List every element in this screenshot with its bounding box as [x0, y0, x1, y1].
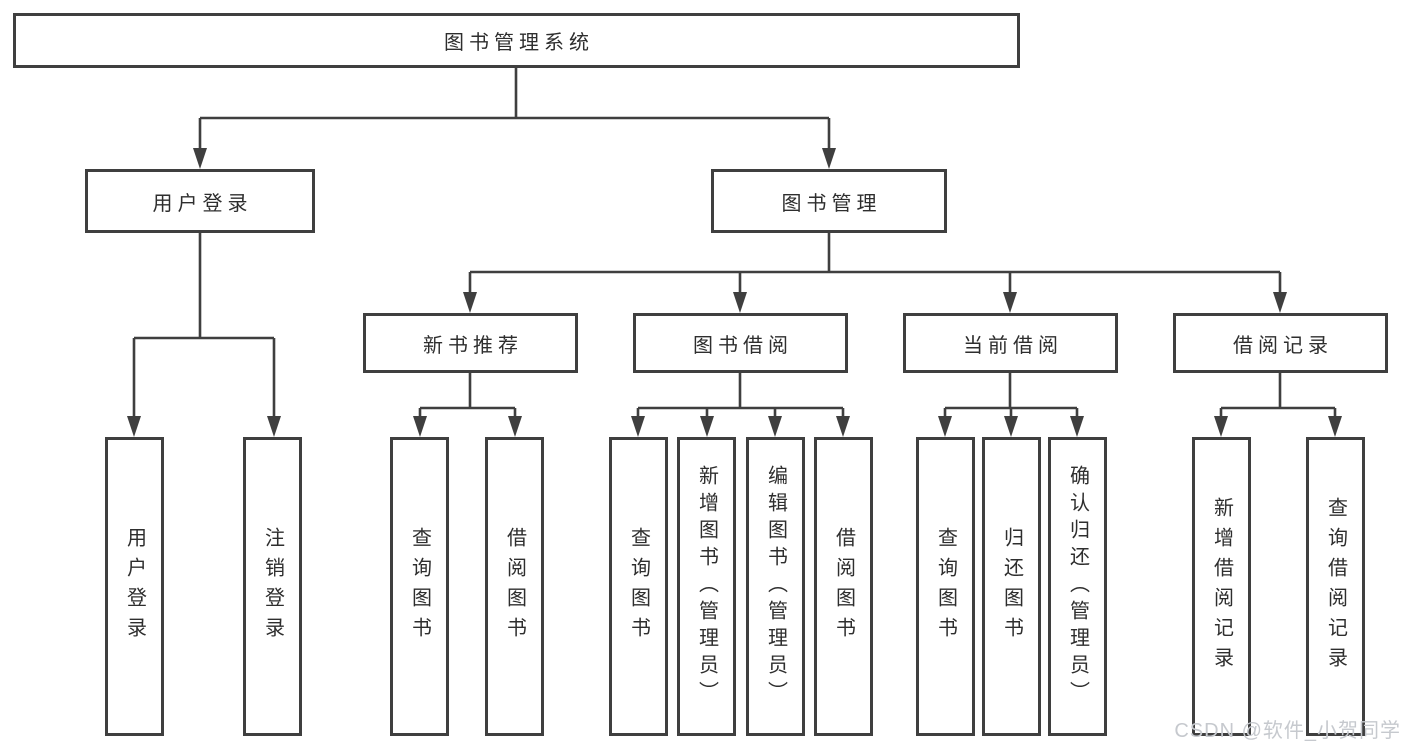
arrowhead: [938, 416, 952, 437]
arrowhead: [1070, 416, 1084, 437]
arrowhead: [193, 148, 207, 169]
node-label: 新增图书（管理员）: [695, 465, 718, 708]
node-label: 当前借阅: [963, 334, 1063, 357]
node-label: 图书管理系统: [444, 32, 594, 54]
arrowhead: [267, 416, 281, 437]
node-add-book-admin: 新增图书（管理员）: [677, 437, 736, 736]
node-borrow-book-borrowing: 借阅图书: [814, 437, 873, 736]
node-label: 查询图书: [408, 526, 431, 647]
node-borrow-book-recommend: 借阅图书: [485, 437, 544, 736]
node-query-books-borrowing: 查询图书: [609, 437, 668, 736]
connector-borrowing-records-children: [1219, 373, 1337, 420]
csdn-watermark: CSDN @软件_小贺同学: [1174, 720, 1401, 742]
arrowhead: [733, 292, 747, 313]
arrowhead: [508, 416, 522, 437]
node-label: 新增借阅记录: [1210, 496, 1233, 677]
node-label: 编辑图书（管理员）: [764, 465, 787, 708]
node-label: 注销登录: [261, 526, 284, 647]
connector-book-borrowing-children: [636, 373, 845, 420]
arrowhead: [836, 416, 850, 437]
connector-current-borrowing-children: [943, 373, 1079, 420]
node-book-management: 图书管理: [711, 169, 947, 233]
node-label: 查询图书: [934, 526, 957, 647]
node-current-borrowing: 当前借阅: [903, 313, 1118, 373]
arrowhead: [768, 416, 782, 437]
node-query-books-recommend: 查询图书: [390, 437, 449, 736]
arrowhead: [1214, 416, 1228, 437]
node-label: 用户登录: [123, 526, 146, 647]
arrowhead: [822, 148, 836, 169]
arrowhead: [1004, 416, 1018, 437]
node-query-borrow-record: 查询借阅记录: [1306, 437, 1365, 736]
node-label: 图书管理: [781, 192, 882, 215]
arrowhead: [463, 292, 477, 313]
node-user-login: 用户登录: [85, 169, 315, 233]
arrowhead: [1273, 292, 1287, 313]
node-label: 借阅图书: [503, 526, 526, 647]
node-query-books-current: 查询图书: [916, 437, 975, 736]
node-library-management-system: 图书管理系统: [13, 13, 1020, 68]
node-new-book-recommend: 新书推荐: [363, 313, 578, 373]
arrowhead: [413, 416, 427, 437]
arrowhead: [700, 416, 714, 437]
node-user-login-leaf: 用户登录: [105, 437, 164, 736]
node-label: 借阅图书: [832, 526, 855, 647]
node-label: 借阅记录: [1233, 334, 1333, 357]
connector-new-book-recommend-children: [418, 373, 517, 420]
node-label: 确认归还（管理员）: [1066, 465, 1089, 708]
node-borrowing-records: 借阅记录: [1173, 313, 1388, 373]
node-logout: 注销登录: [243, 437, 302, 736]
node-edit-book-admin: 编辑图书（管理员）: [746, 437, 805, 736]
arrowhead: [631, 416, 645, 437]
node-label: 图书借阅: [693, 334, 793, 357]
node-add-borrow-record: 新增借阅记录: [1192, 437, 1251, 736]
arrowhead: [1003, 292, 1017, 313]
node-return-book: 归还图书: [982, 437, 1041, 736]
connector-user-login-children: [132, 233, 276, 420]
node-label: 用户登录: [152, 192, 253, 215]
node-book-borrowing: 图书借阅: [633, 313, 848, 373]
node-label: 查询图书: [627, 526, 650, 647]
connector-book-management-children: [468, 233, 1282, 296]
arrowhead: [1328, 416, 1342, 437]
node-label: 新书推荐: [423, 334, 523, 357]
node-label: 归还图书: [1000, 526, 1023, 647]
node-label: 查询借阅记录: [1324, 496, 1347, 677]
node-confirm-return-admin: 确认归还（管理员）: [1048, 437, 1107, 736]
arrowhead: [127, 416, 141, 437]
